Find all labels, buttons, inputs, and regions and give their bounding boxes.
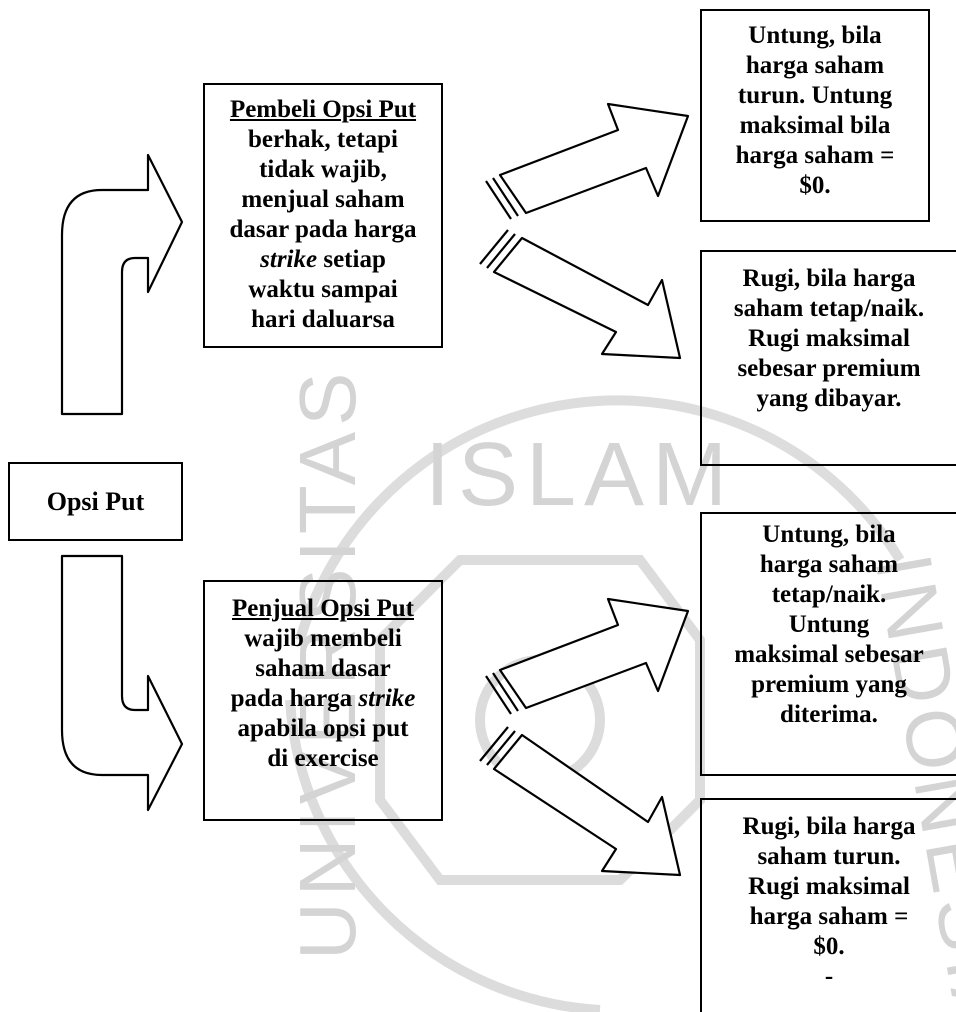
seller-loss-line: harga saham = [749,903,909,930]
curved-arrow-up-icon [60,153,184,416]
buyer-line-1: berhak, tetapi [248,126,398,153]
buyer-loss-line: Rugi, bila harga [742,265,916,292]
buyer-box: Pembeli Opsi Put berhak, tetapi tidak wa… [203,83,443,348]
curved-arrow-down-icon [60,554,184,812]
seller-box: Penjual Opsi Put wajib membeli saham das… [203,580,443,821]
buyer-strike-term: strike [260,246,318,273]
buyer-profit-line: turun. Untung [737,82,893,109]
buyer-line-2: tidak wajib, [259,156,387,183]
seller-loss-line: $0. [813,933,845,960]
seller-strike-term: strike [358,685,416,712]
watermark-text-left: UNIVERSITAS [283,367,372,961]
arrow-seller-profit-icon [485,597,690,715]
buyer-line-7: hari daluarsa [251,306,395,333]
watermark-text: ISLAM [425,425,735,525]
seller-profit-line: Untung [788,611,870,638]
seller-loss-line: Rugi maksimal [748,873,910,900]
buyer-profit-line: maksimal bila [739,112,891,139]
buyer-line-6: waktu sampai [248,276,398,303]
seller-profit-line: maksimal sebesar [734,641,924,668]
buyer-loss-line: sebesar premium [737,355,921,382]
arrow-seller-loss-icon [479,726,682,877]
seller-line-5: di exercise [267,745,379,772]
seller-line-4: apabila opsi put [237,715,409,742]
seller-profit-box: Untung, bila harga saham tetap/naik. Unt… [700,512,956,776]
buyer-profit-line: $0. [799,172,831,199]
buyer-line-3: menjual saham [241,186,405,213]
buyer-loss-line: saham tetap/naik. [733,295,925,322]
seller-profit-line: Untung, bila [762,521,896,548]
arrow-buyer-profit-icon [485,102,690,220]
buyer-profit-line: harga saham = [735,142,895,169]
seller-loss-box: Rugi, bila harga saham turun. Rugi maksi… [700,798,956,1012]
seller-profit-line: diterima. [780,701,878,728]
opsi-put-box: Opsi Put [8,462,183,541]
buyer-line-5: strike setiap [205,245,441,275]
buyer-line-5-rest: setiap [317,246,386,273]
buyer-profit-box: Untung, bila harga saham turun. Untung m… [700,9,930,222]
seller-loss-line: Rugi, bila harga [742,813,916,840]
arrow-buyer-loss-icon [479,229,682,360]
seller-loss-line: - [824,963,834,990]
seller-loss-line: saham turun. [757,843,901,870]
seller-profit-line: harga saham [759,551,899,578]
buyer-loss-line: Rugi maksimal [748,325,910,352]
buyer-line-4: dasar pada harga [229,216,417,243]
buyer-loss-box: Rugi, bila harga saham tetap/naik. Rugi … [700,250,956,466]
buyer-loss-line: yang dibayar. [756,385,902,412]
seller-line-1: wajib membeli [244,625,402,652]
seller-title: Penjual Opsi Put [232,595,414,622]
seller-line-2: saham dasar [255,655,391,682]
seller-profit-line: tetap/naik. [771,581,887,608]
buyer-profit-line: Untung, bila [748,22,882,49]
seller-profit-line: premium yang [751,671,907,698]
seller-line-3-pre: pada harga [230,685,359,712]
buyer-profit-line: harga saham [745,52,885,79]
seller-line-3: pada harga strike [205,684,441,714]
opsi-put-label: Opsi Put [46,487,145,516]
buyer-title: Pembeli Opsi Put [229,96,417,123]
